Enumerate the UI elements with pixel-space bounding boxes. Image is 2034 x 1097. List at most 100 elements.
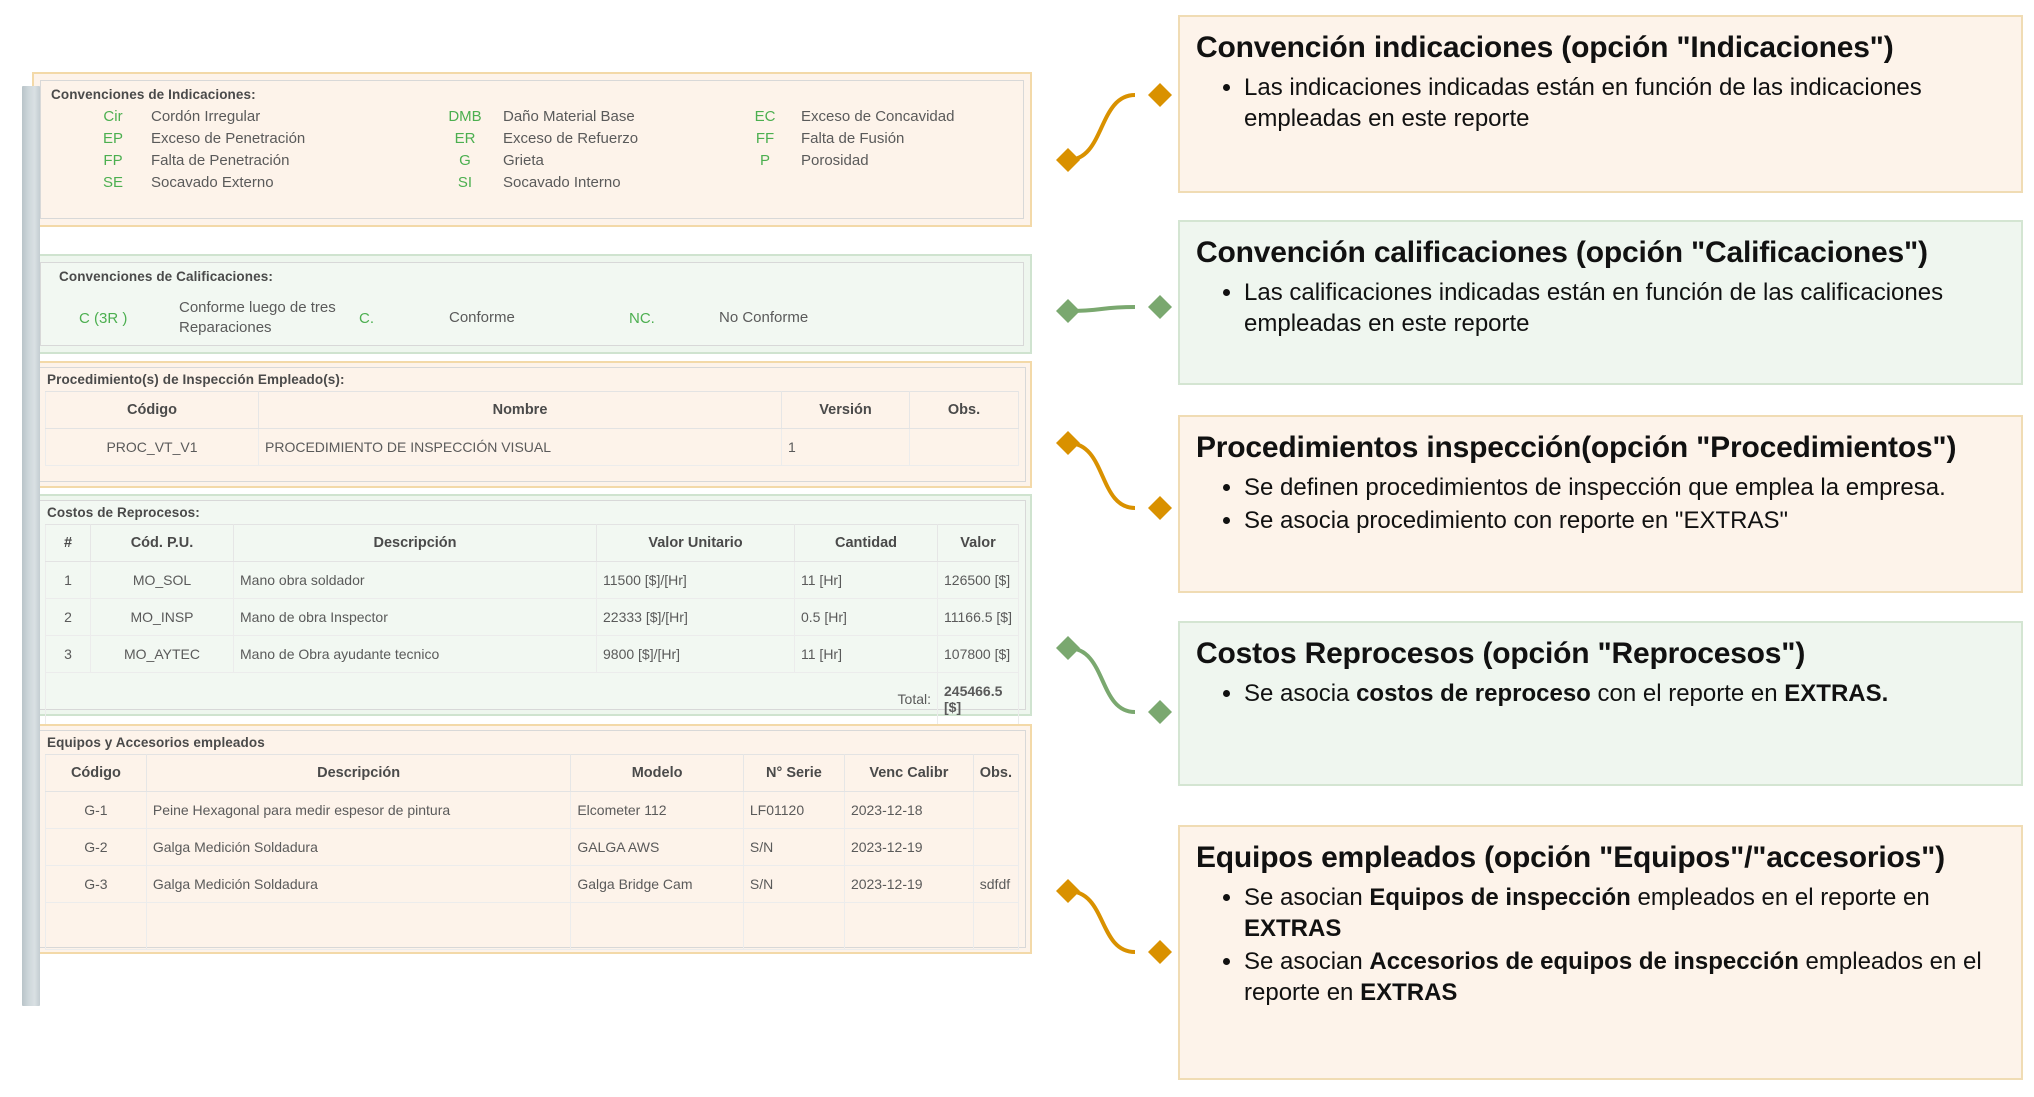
reprocesos-table: # Cód. P.U. Descripción Valor Unitario C…: [45, 524, 1019, 726]
connector-diamond-right-procedimientos: [1148, 496, 1172, 520]
section-procedimientos-inner: Procedimiento(s) de Inspección Empleado(…: [38, 367, 1026, 482]
cell-descripcion: Peine Hexagonal para medir espesor de pi…: [146, 791, 572, 829]
cell-n-serie: S/N: [743, 828, 845, 866]
indicacion-desc: Falta de Penetración: [151, 152, 290, 169]
table-row[interactable]: 1 MO_SOL Mano obra soldador 11500 [$]/[H…: [45, 561, 1019, 599]
cell-venc-calibr: 2023-12-19: [844, 828, 974, 866]
cell-valor: 126500 [$]: [937, 561, 1019, 599]
cell-cantidad: 11 [Hr]: [794, 561, 938, 599]
callout-title: Equipos empleados (opción "Equipos"/"acc…: [1196, 841, 1945, 874]
table-header-row: Código Descripción Modelo N° Serie Venc …: [45, 754, 1020, 792]
table-row[interactable]: G-2 Galga Medición Soldadura GALGA AWS S…: [45, 828, 1020, 866]
calificacion-code: C (3R ): [79, 309, 128, 327]
procedimientos-title: Procedimiento(s) de Inspección Empleado(…: [47, 372, 345, 387]
table-row[interactable]: 2 MO_INSP Mano de obra Inspector 22333 […: [45, 598, 1019, 636]
table-header-row: # Cód. P.U. Descripción Valor Unitario C…: [45, 524, 1019, 562]
table-row[interactable]: PROC_VT_V1 PROCEDIMIENTO DE INSPECCIÓN V…: [45, 428, 1019, 466]
connector-diamond-right-reprocesos: [1148, 700, 1172, 724]
callout-card-reprocesos: Costos Reprocesos (opción "Reprocesos") …: [1178, 621, 2023, 786]
cell-num: 1: [45, 561, 91, 599]
callout-bullet-list: Las indicaciones indicadas están en func…: [1194, 72, 2007, 134]
cell-cod-pu: MO_AYTEC: [90, 635, 234, 673]
cell-n-serie: LF01120: [743, 791, 845, 829]
cell-obs: [973, 791, 1020, 829]
cell-empty: [743, 902, 845, 950]
callout-title: Convención calificaciones (opción "Calif…: [1196, 236, 1928, 269]
report-preview-panel: Convenciones de Indicaciones: Cir Cordón…: [22, 72, 1042, 1007]
equipos-title: Equipos y Accesorios empleados: [47, 735, 265, 750]
col-n-serie: N° Serie: [743, 754, 845, 792]
connector-diamond-right-calificaciones: [1148, 295, 1172, 319]
col-num: #: [45, 524, 91, 562]
cell-descripcion: Galga Medición Soldadura: [146, 865, 572, 903]
indicacion-code: SE: [102, 174, 123, 191]
cell-venc-calibr: 2023-12-19: [844, 865, 974, 903]
table-row[interactable]: 3 MO_AYTEC Mano de Obra ayudante tecnico…: [45, 635, 1019, 673]
calificaciones-title: Convenciones de Calificaciones:: [59, 269, 273, 284]
col-codigo: Código: [45, 391, 259, 429]
calificacion-desc: No Conforme: [719, 309, 809, 327]
indicacion-desc: Cordón Irregular: [151, 108, 261, 125]
col-valor: Valor: [937, 524, 1019, 562]
indicacion-code: EC: [754, 108, 776, 125]
table-header-row: Código Nombre Versión Obs.: [45, 391, 1019, 429]
equipos-table: Código Descripción Modelo N° Serie Venc …: [45, 754, 1020, 950]
table-row[interactable]: G-1 Peine Hexagonal para medir espesor d…: [45, 791, 1020, 829]
cell-obs: sdfdf: [973, 865, 1020, 903]
indicacion-code: P: [759, 152, 770, 169]
connector-diamond-left-equipos: [1056, 879, 1080, 903]
table-row-empty: [45, 902, 1020, 950]
cell-nombre: PROCEDIMIENTO DE INSPECCIÓN VISUAL: [258, 428, 782, 466]
connector-line-calificaciones: [1067, 305, 1136, 313]
cell-cod-pu: MO_INSP: [90, 598, 234, 636]
indicacion-code: SI: [457, 174, 473, 191]
total-value: 245466.5 [$]: [937, 672, 1019, 726]
col-version: Versión: [781, 391, 910, 429]
cell-valor-unitario: 11500 [$]/[Hr]: [596, 561, 795, 599]
indicacion-code: DMB: [448, 108, 482, 125]
cell-modelo: GALGA AWS: [570, 828, 744, 866]
indicacion-code: ER: [454, 130, 476, 147]
col-codigo: Código: [45, 754, 147, 792]
connector-line-indicaciones: [1067, 93, 1136, 162]
cell-obs: [973, 828, 1020, 866]
cell-codigo: G-2: [45, 828, 147, 866]
cell-valor-unitario: 22333 [$]/[Hr]: [596, 598, 795, 636]
table-row[interactable]: G-3 Galga Medición Soldadura Galga Bridg…: [45, 865, 1020, 903]
callout-title: Costos Reprocesos (opción "Reprocesos"): [1196, 637, 1806, 670]
cell-codigo: G-3: [45, 865, 147, 903]
indicacion-desc: Exceso de Refuerzo: [503, 130, 639, 147]
callout-bullet-list: Se asocia costos de reproceso con el rep…: [1194, 678, 2007, 709]
cell-codigo: G-1: [45, 791, 147, 829]
connector-diamond-left-procedimientos: [1056, 431, 1080, 455]
indicacion-code: G: [459, 152, 471, 169]
connector-line-equipos: [1067, 889, 1136, 954]
calificacion-code: NC.: [629, 309, 655, 327]
indicacion-desc: Daño Material Base: [503, 108, 635, 125]
cell-cantidad: 0.5 [Hr]: [794, 598, 938, 636]
calificaciones-grid: C (3R ) Conforme luego de tres Reparacio…: [49, 298, 1015, 339]
connector-line-reprocesos: [1067, 646, 1136, 714]
cell-venc-calibr: 2023-12-18: [844, 791, 974, 829]
cell-modelo: Elcometer 112: [570, 791, 744, 829]
section-calificaciones-inner: Convenciones de Calificaciones: C (3R ) …: [40, 262, 1024, 346]
cell-descripcion: Mano de obra Inspector: [233, 598, 597, 636]
indicacion-desc: Porosidad: [801, 152, 869, 169]
callout-bullet: Se asocia procedimiento con reporte en "…: [1244, 505, 2007, 536]
calificacion-desc: Conforme luego de tres Reparaciones: [179, 299, 336, 337]
section-indicaciones-inner: Convenciones de Indicaciones: Cir Cordón…: [40, 80, 1024, 219]
calificacion-code: C.: [359, 309, 374, 327]
cell-empty: [45, 902, 147, 950]
section-equipos-inner: Equipos y Accesorios empleados Código De…: [38, 730, 1026, 950]
connector-diamond-left-calificaciones: [1056, 299, 1080, 323]
cell-codigo: PROC_VT_V1: [45, 428, 259, 466]
col-descripcion: Descripción: [233, 524, 597, 562]
report-scrollbar[interactable]: [22, 86, 40, 1006]
indicacion-desc: Exceso de Penetración: [151, 130, 306, 147]
callout-bullet: Se asocian Equipos de inspección emplead…: [1244, 882, 2007, 944]
col-valor-unitario: Valor Unitario: [596, 524, 795, 562]
total-label: Total:: [45, 672, 938, 726]
indicacion-code: EP: [102, 130, 123, 147]
connector-line-procedimientos: [1067, 441, 1136, 510]
col-nombre: Nombre: [258, 391, 782, 429]
